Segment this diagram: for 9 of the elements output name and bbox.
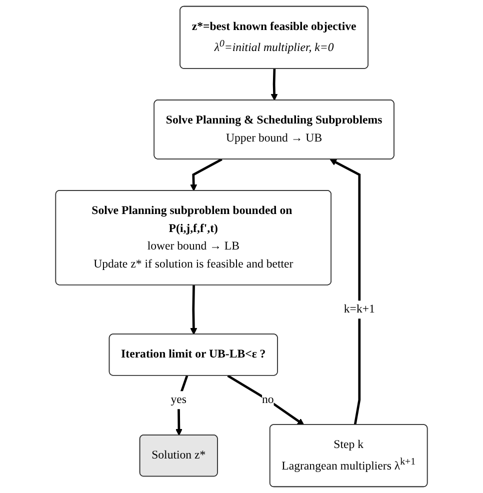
edge-label: yes [170, 393, 186, 406]
arrow [270, 68, 278, 101]
edge-label: k=k+1 [344, 302, 375, 316]
arrow [330, 159, 361, 426]
arrow [176, 375, 188, 436]
edge-label: no [262, 393, 274, 406]
arrow [190, 285, 198, 335]
arrow [227, 374, 304, 426]
arrow [190, 158, 222, 192]
